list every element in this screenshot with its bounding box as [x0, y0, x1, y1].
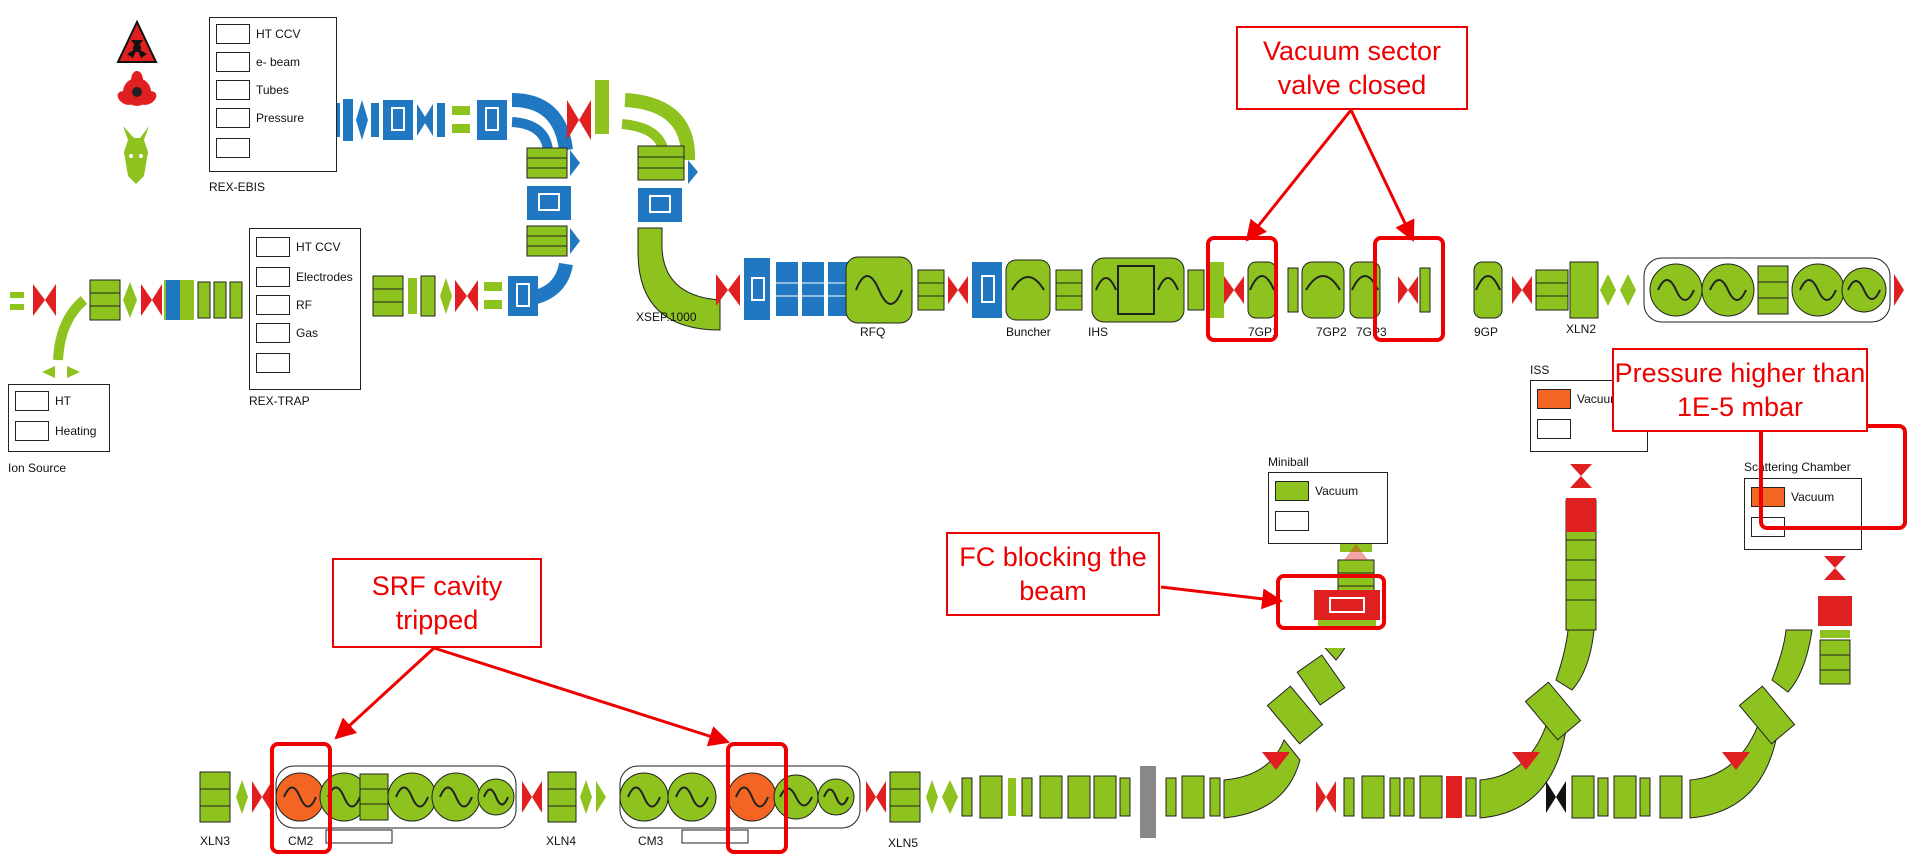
- status-box: [256, 353, 290, 373]
- status-box: [256, 295, 290, 315]
- panel-row-label: Electrodes: [296, 270, 353, 284]
- panel-row-label: HT CCV: [256, 27, 300, 41]
- cm3-label: CM3: [638, 834, 663, 848]
- highlight-cm2-cavity: [270, 742, 332, 854]
- status-box: [1275, 511, 1309, 531]
- panel-row-label: Gas: [296, 326, 318, 340]
- miniball-panel: Vacuum: [1268, 472, 1388, 544]
- panel-row-label: Heating: [55, 424, 96, 438]
- callout-srf: SRF cavity tripped: [332, 558, 542, 648]
- xln2-label: XLN2: [1566, 322, 1596, 336]
- ion-source-label: Ion Source: [8, 461, 66, 475]
- panel-row-label: Pressure: [256, 111, 304, 125]
- rfq-label: RFQ: [860, 325, 885, 339]
- xln4-label: XLN4: [546, 834, 576, 848]
- status-box: [15, 421, 49, 441]
- panel-row-label: RF: [296, 298, 312, 312]
- status-box: [15, 391, 49, 411]
- status-box: [1537, 389, 1571, 409]
- status-box: [216, 52, 250, 72]
- status-box: [256, 267, 290, 287]
- status-box: [1537, 419, 1571, 439]
- separator-column: [567, 80, 720, 330]
- panel-row-label: Vacuum: [1315, 484, 1358, 498]
- ion-source-beamline: [10, 280, 242, 378]
- buncher-label: Buncher: [1006, 325, 1051, 339]
- status-box: [216, 108, 250, 128]
- iss-label: ISS: [1530, 363, 1549, 377]
- 9gp-label: 9GP: [1474, 325, 1498, 339]
- rex-trap-panel: HT CCV Electrodes RF Gas: [249, 228, 361, 390]
- radiation-icon: [118, 22, 156, 62]
- status-box: [1275, 481, 1309, 501]
- highlight-7gp1-valve: [1206, 236, 1278, 342]
- panel-row-label: HT: [55, 394, 71, 408]
- rex-ebis-panel: HT CCV e- beam Tubes Pressure: [209, 17, 337, 172]
- rex-trap-label: REX-TRAP: [249, 394, 310, 408]
- dog-icon: [123, 126, 149, 184]
- status-box: [256, 237, 290, 257]
- trap-beamline: [373, 276, 538, 316]
- panel-row-label: HT CCV: [296, 240, 340, 254]
- ebis-beamline: [332, 99, 566, 150]
- callout-fc: FC blocking the beam: [946, 532, 1160, 616]
- linac-beamline: [716, 257, 1904, 323]
- highlight-7gp3-valve: [1373, 236, 1445, 342]
- xsep-label: XSEP.1000: [636, 310, 697, 324]
- panel-row-label: Tubes: [256, 83, 289, 97]
- callout-vacuum-valve: Vacuum sector valve closed: [1236, 26, 1468, 110]
- panel-row-label: e- beam: [256, 55, 300, 69]
- highlight-fc: [1276, 574, 1386, 630]
- ihs-label: IHS: [1088, 325, 1108, 339]
- radiation-flower-icon: [115, 71, 159, 108]
- highlight-cm3-cavity: [726, 742, 788, 854]
- highlight-scattering-vacuum: [1759, 424, 1907, 530]
- callout-pressure: Pressure higher than 1E-5 mbar: [1612, 348, 1868, 432]
- ion-source-panel: HT Heating: [8, 384, 110, 452]
- status-box: [256, 323, 290, 343]
- status-box: [216, 24, 250, 44]
- xln5-label: XLN5: [888, 836, 918, 850]
- xln3-label: XLN3: [200, 834, 230, 848]
- 7gp2-label: 7GP2: [1316, 325, 1347, 339]
- status-box: [216, 138, 250, 158]
- miniball-label: Miniball: [1268, 455, 1309, 469]
- status-box: [216, 80, 250, 100]
- rex-ebis-label: REX-EBIS: [209, 180, 265, 194]
